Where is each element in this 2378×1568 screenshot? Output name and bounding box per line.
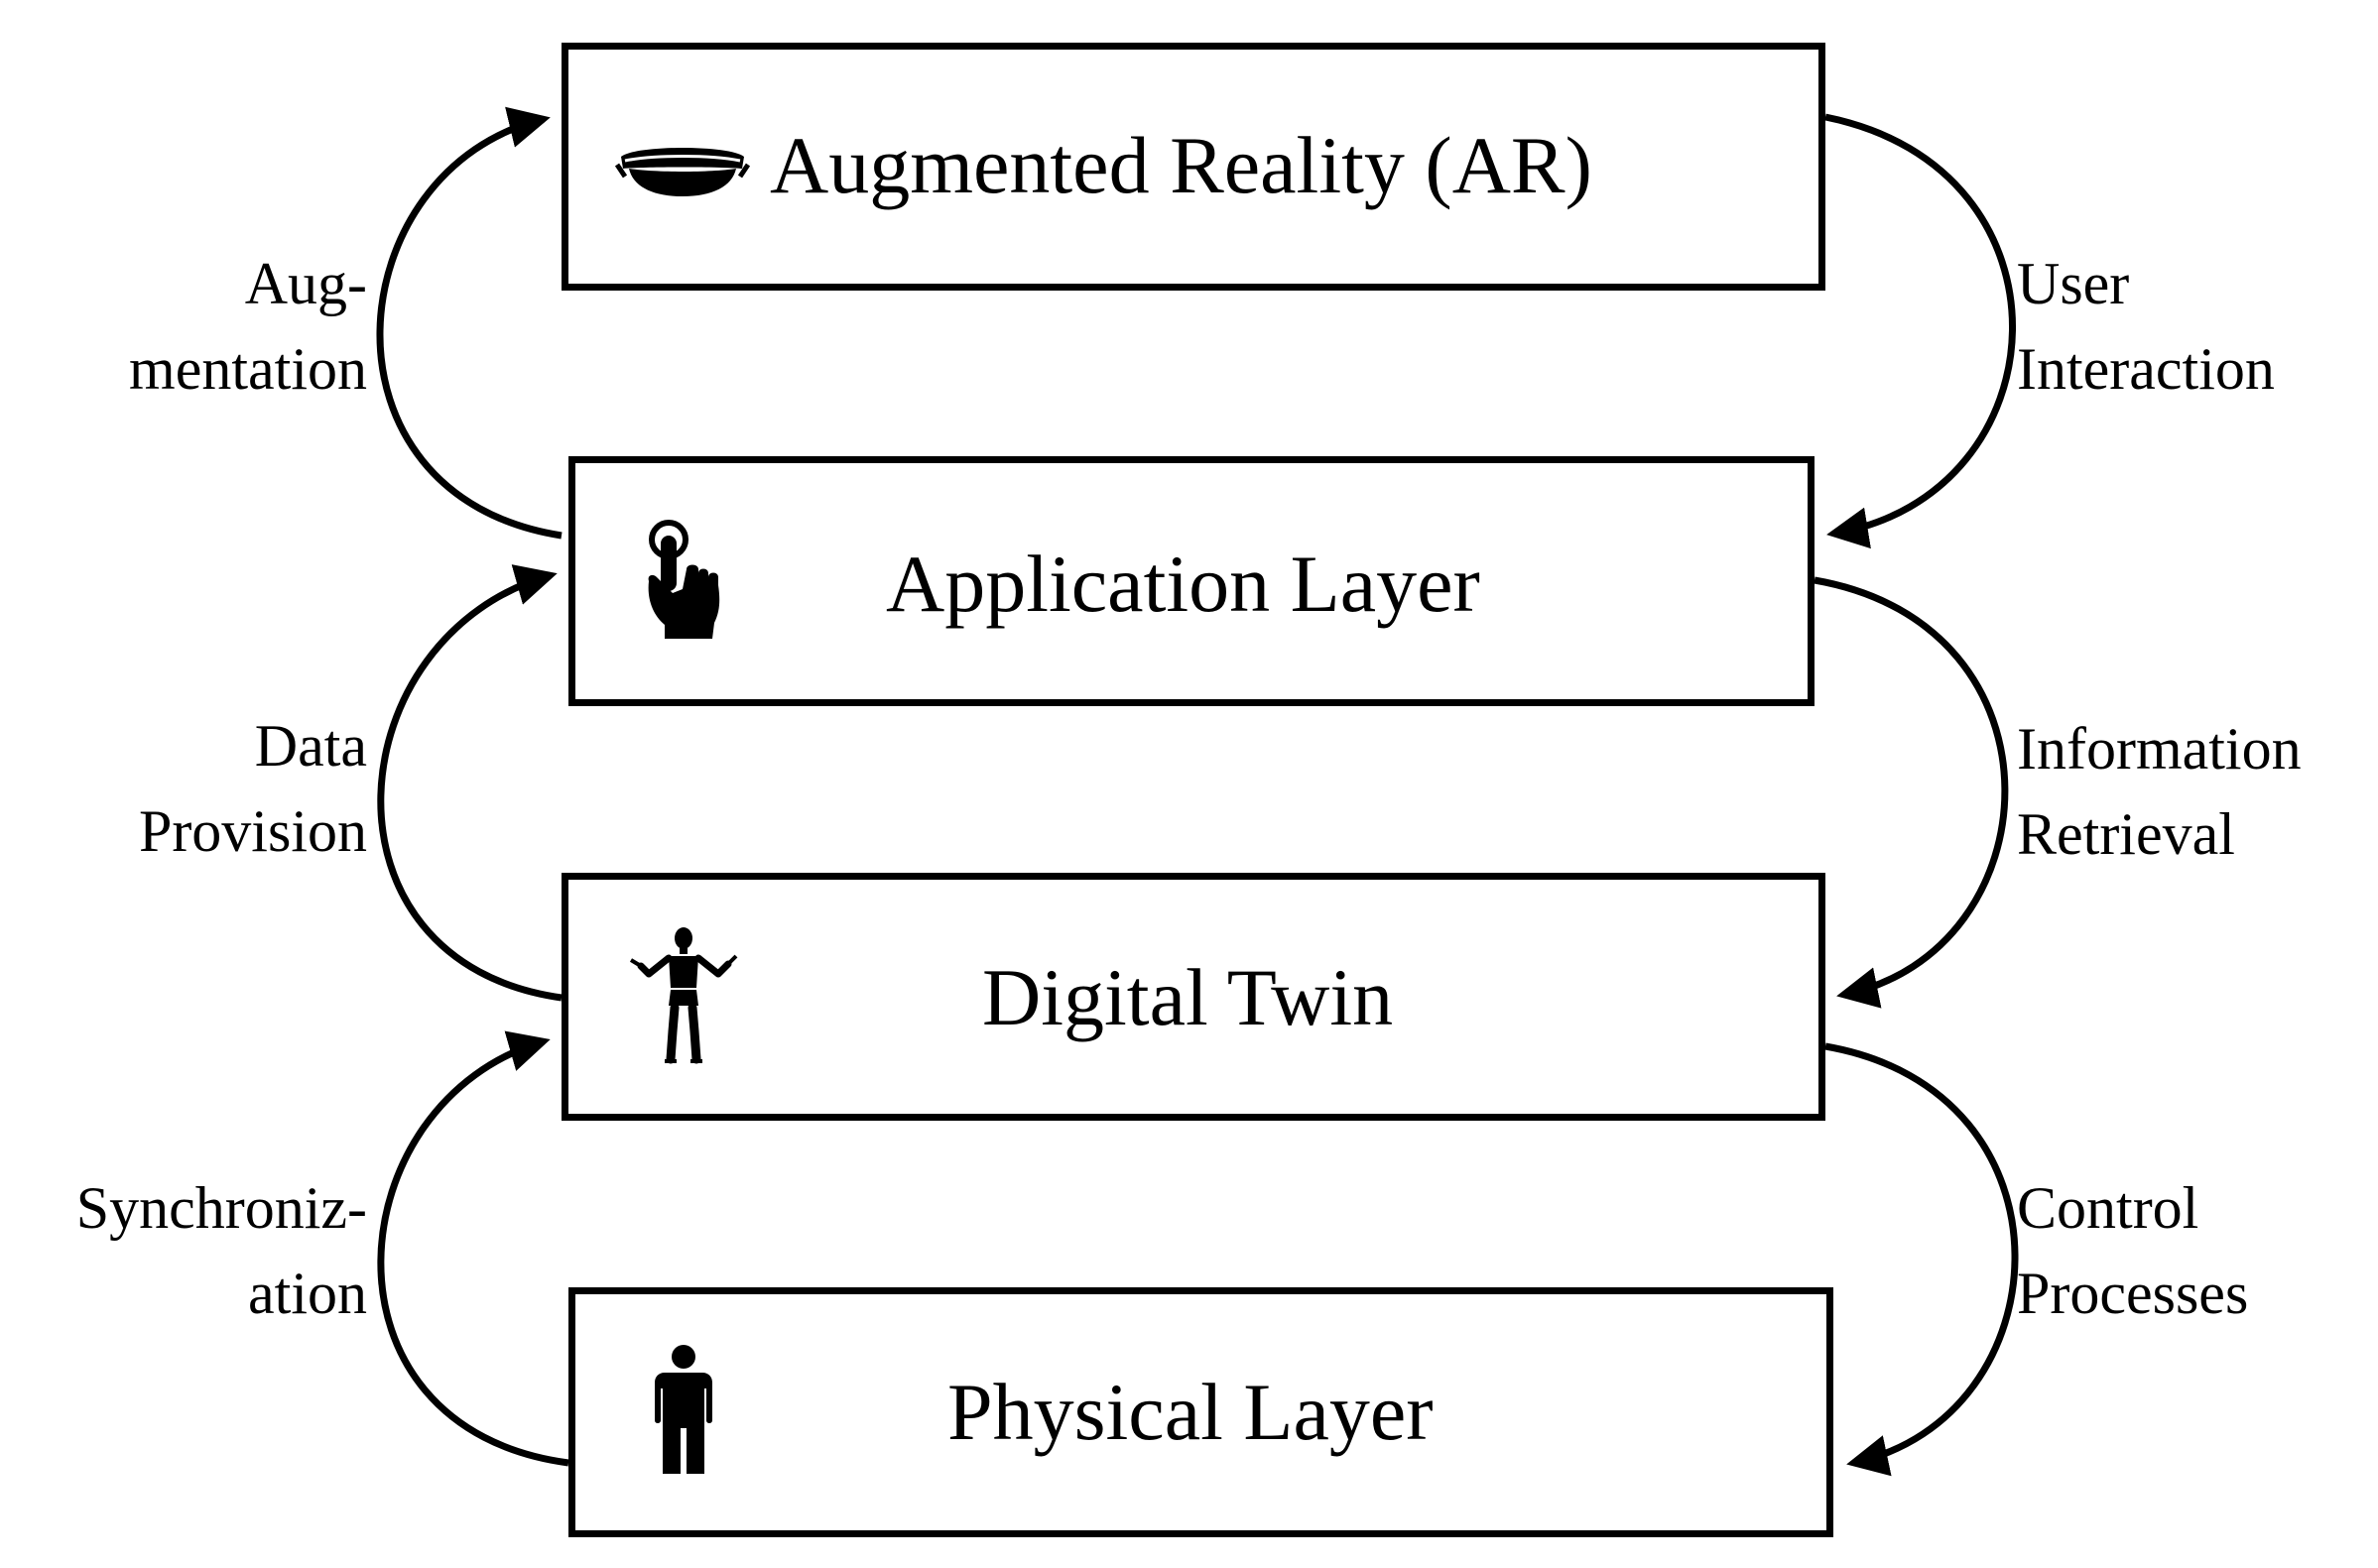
- ar-layer-box: [562, 43, 1825, 291]
- information-retrieval-arrow: [1814, 576, 2009, 1009]
- data-provision-arrow: [377, 564, 563, 1002]
- augmentation-arrow: [376, 106, 563, 540]
- application-layer-title: Application Layer: [886, 539, 1480, 629]
- synchronization-label-line1: Synchroniz-: [75, 1175, 367, 1241]
- user-interaction-arrow: [1824, 113, 2016, 549]
- person-icon: [655, 1345, 712, 1474]
- ar-headset-icon: [615, 148, 750, 196]
- information-retrieval-label: Information Retrieval: [2017, 706, 2302, 877]
- information-retrieval-label-line2: Retrieval: [2017, 801, 2235, 867]
- mannequin-icon: [629, 927, 738, 1064]
- augmentation-label-line1: Aug-: [244, 251, 367, 316]
- data-provision-label-line2: Provision: [138, 798, 367, 864]
- physical-layer-title: Physical Layer: [947, 1367, 1434, 1457]
- ar-layer-title: Augmented Reality (AR): [770, 120, 1592, 210]
- augmentation-label: Aug- mentation: [40, 241, 367, 412]
- synchronization-label: Synchroniz- ation: [10, 1165, 367, 1336]
- application-layer-box: [568, 456, 1815, 706]
- synchronization-arrow: [377, 1030, 569, 1467]
- synchronization-label-line2: ation: [248, 1261, 367, 1326]
- physical-layer-box: [568, 1287, 1833, 1537]
- user-interaction-label-line2: Interaction: [2017, 336, 2275, 402]
- information-retrieval-label-line1: Information: [2017, 716, 2302, 782]
- control-processes-arrow: [1824, 1042, 2019, 1477]
- digital-twin-title: Digital Twin: [982, 952, 1394, 1042]
- control-processes-label-line2: Processes: [2017, 1261, 2249, 1326]
- user-interaction-label: User Interaction: [2017, 241, 2275, 412]
- touch-hand-icon: [648, 520, 720, 639]
- digital-twin-box: [562, 873, 1825, 1121]
- control-processes-label-line1: Control: [2017, 1175, 2199, 1241]
- data-provision-label-line1: Data: [254, 713, 367, 779]
- control-processes-label: Control Processes: [2017, 1165, 2248, 1336]
- user-interaction-label-line1: User: [2017, 251, 2130, 316]
- data-provision-label: Data Provision: [40, 703, 367, 874]
- augmentation-label-line2: mentation: [129, 336, 367, 402]
